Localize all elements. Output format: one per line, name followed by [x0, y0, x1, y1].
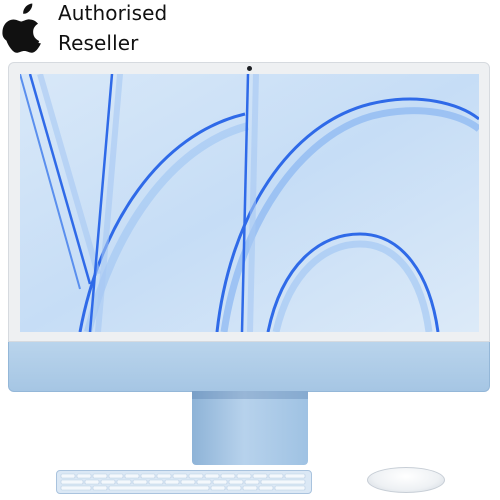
camera-icon [247, 66, 252, 71]
apple-icon [2, 3, 41, 53]
keyboard-keys [60, 473, 306, 491]
magic-keyboard [56, 470, 312, 494]
display-wallpaper [20, 74, 479, 332]
badge-line-reseller: Reseller [58, 31, 139, 55]
display-chin [8, 342, 490, 392]
stand [192, 391, 308, 465]
badge-line-authorised: Authorised [58, 1, 168, 25]
magic-mouse [367, 467, 445, 493]
authorised-reseller-badge: Authorised Reseller [0, 0, 200, 62]
stand-shadow [192, 391, 308, 399]
